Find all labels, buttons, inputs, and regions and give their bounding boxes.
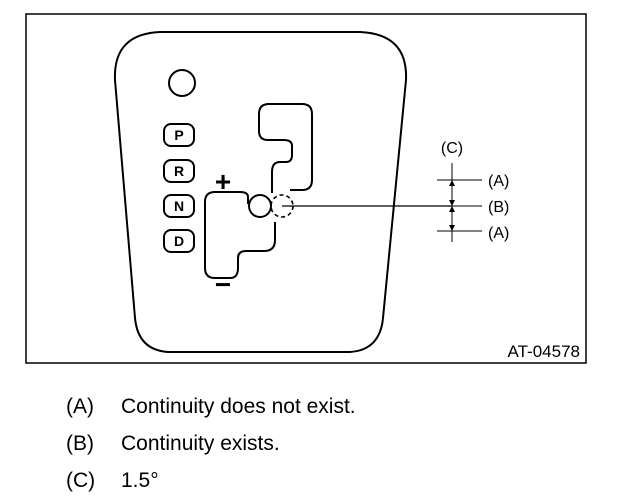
arrowhead-bottom (449, 225, 455, 231)
legend-text: Continuity does not exist. (121, 395, 356, 418)
lock-button-circle (168, 69, 196, 97)
figure-id: AT-04578 (508, 342, 580, 361)
gate-upper-slot (258, 103, 313, 193)
position-box-r (163, 159, 195, 183)
arrowhead-mid-down (449, 206, 455, 212)
legend: (A) Continuity does not exist. (B) Continu… (66, 388, 586, 499)
position-box-n (163, 194, 195, 218)
legend-key: (B) (66, 432, 94, 455)
legend-text: Continuity exists. (121, 432, 280, 455)
plus-sign: + (215, 166, 231, 197)
arrowhead-top (449, 180, 455, 186)
position-label-d: D (174, 233, 184, 249)
legend-key: (C) (66, 469, 96, 492)
legend-item-b: (B) Continuity exists. (66, 425, 586, 462)
position-box-p (163, 123, 195, 147)
position-label-r: R (174, 163, 184, 179)
console-outline (113, 31, 408, 353)
legend-text: 1.5° (121, 469, 159, 492)
legend-key: (A) (66, 395, 94, 418)
gate-lower-slot (204, 191, 276, 279)
arrowhead-mid-up (449, 200, 455, 206)
callout-b: (B) (488, 199, 509, 216)
diagram-frame (25, 13, 587, 364)
legend-item-a: (A) Continuity does not exist. (66, 388, 586, 425)
shift-lever-diagram: P R N D + − (C) (A) (B) (A) AT-04578 (25, 13, 587, 364)
minus-sign: − (215, 269, 231, 300)
callout-c: (C) (441, 140, 463, 157)
position-label-p: P (174, 127, 183, 143)
callout-a-bottom: (A) (488, 225, 509, 242)
position-label-n: N (174, 198, 184, 214)
legend-item-c: (C) 1.5° (66, 462, 586, 499)
position-box-d (163, 229, 195, 253)
callout-a-top: (A) (488, 173, 509, 190)
lever-position-circle (248, 194, 272, 218)
